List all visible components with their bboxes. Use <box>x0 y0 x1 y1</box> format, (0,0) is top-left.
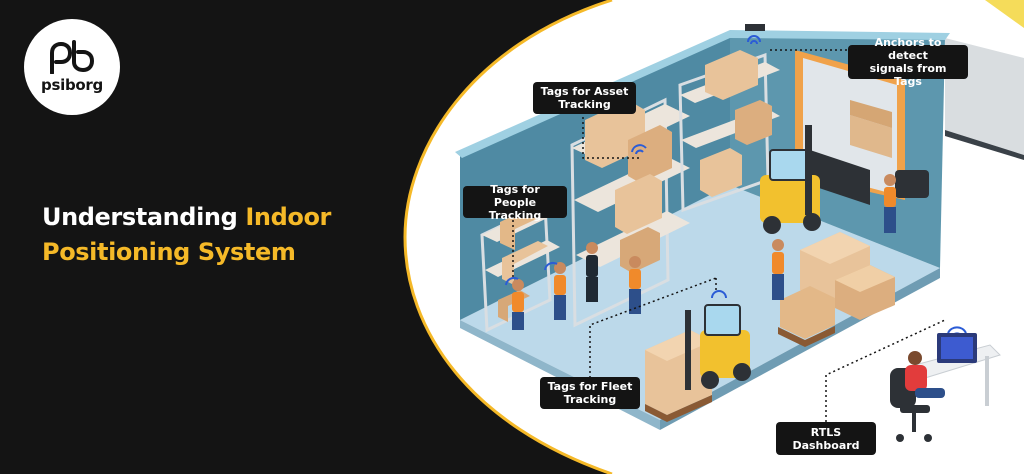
callout-fleet-tracking: Tags for Fleet Tracking <box>540 377 640 409</box>
title-accent-2: Positioning System <box>42 238 296 266</box>
pallet-boxes-right <box>778 232 895 347</box>
fleet-forklift-icon <box>685 290 751 390</box>
psiborg-logo-icon <box>50 40 95 74</box>
callout-asset-tracking: Tags for Asset Tracking <box>533 82 636 114</box>
title-accent-1: Indoor <box>245 203 331 231</box>
yellow-border <box>403 0 613 474</box>
brand-name: psiborg <box>41 76 103 94</box>
monitor-icon <box>914 333 1001 406</box>
shelf-right <box>678 50 780 213</box>
forklift-icon <box>760 125 821 234</box>
callout-anchors: Anchors to detect signals from Tags <box>848 36 968 88</box>
worker-icon <box>512 174 896 330</box>
title-white: Understanding <box>42 203 238 231</box>
callout-rtls-dashboard: RTLS Dashboard <box>776 422 876 455</box>
psiborg-logo[interactable]: psiborg <box>24 19 120 115</box>
callout-people-tracking: Tags for People Tracking <box>463 183 567 222</box>
pallet-boxes-front <box>645 330 712 422</box>
